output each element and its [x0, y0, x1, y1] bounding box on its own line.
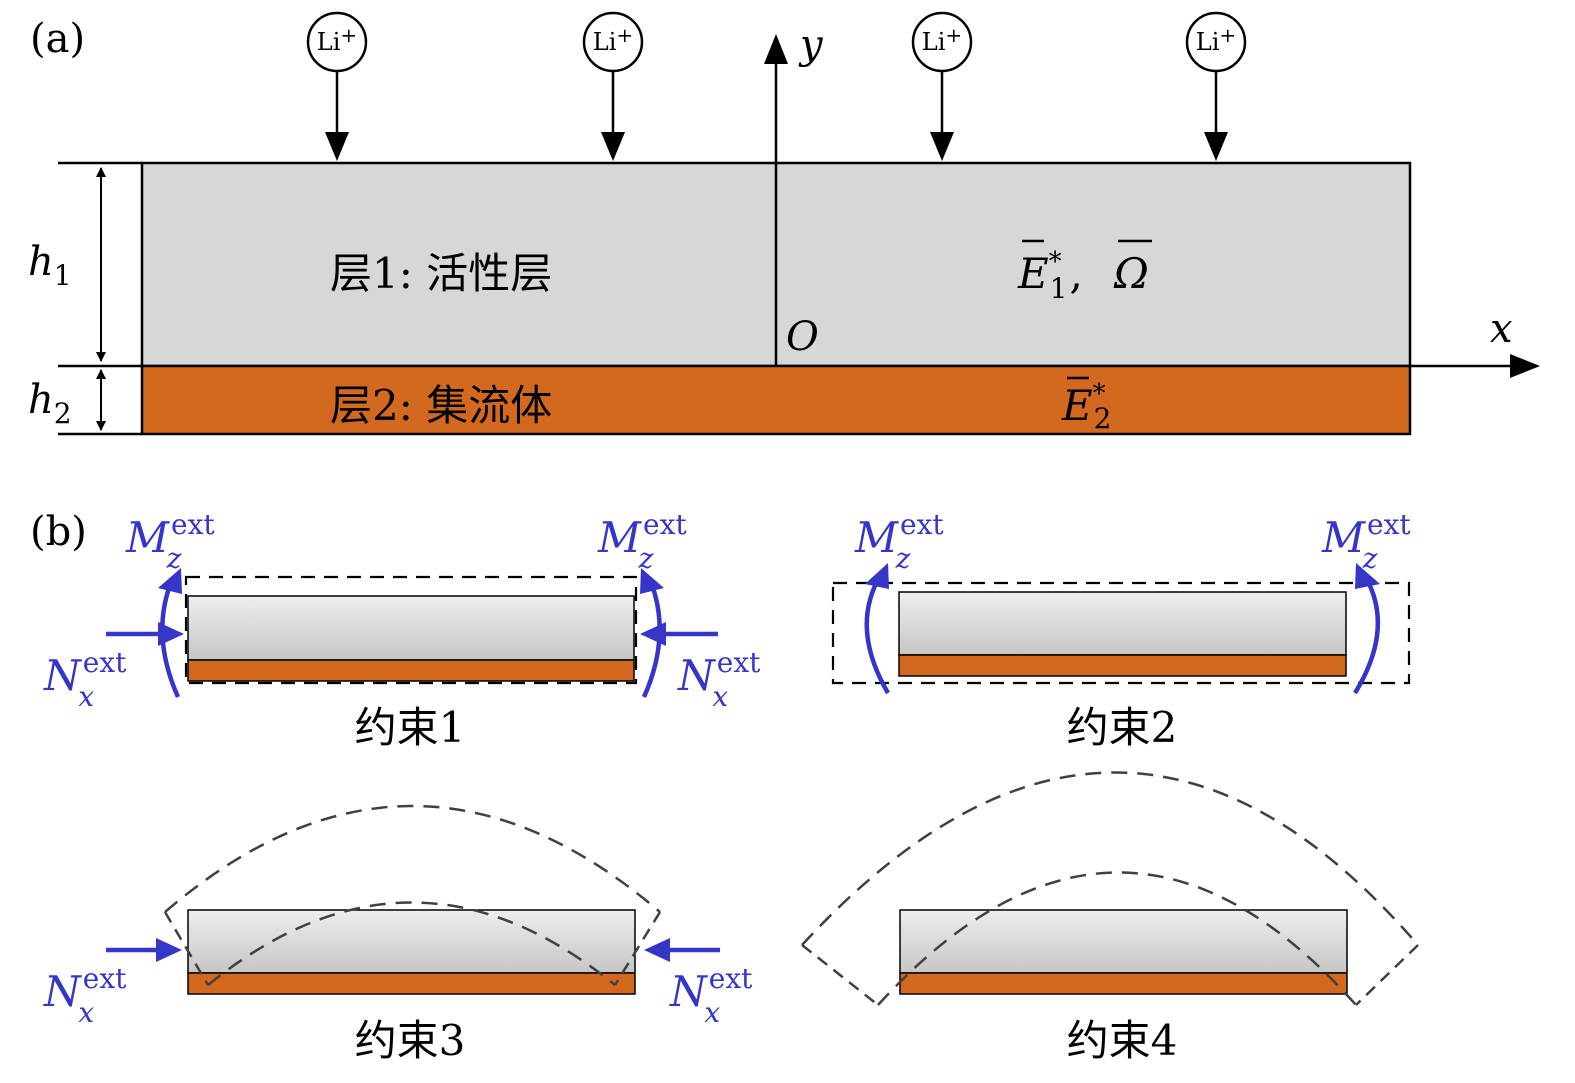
h2-label: h2	[28, 377, 72, 430]
lithium-ion-3: Li+	[911, 11, 973, 161]
collector-strip	[187, 659, 635, 682]
moment-arrow-left	[864, 574, 890, 695]
y-axis-label: y	[798, 22, 824, 68]
deformed-shape-outer	[801, 771, 1419, 946]
deformed-shape-left-end	[163, 911, 210, 986]
collector-strip	[187, 972, 636, 995]
deformed-shape-right-end	[613, 911, 662, 986]
collector-strip	[899, 972, 1348, 995]
constraint-1-caption: 约束1	[355, 703, 466, 752]
svg-text:Li+: Li+	[922, 23, 962, 56]
deformed-shape-outline	[184, 575, 638, 685]
deformed-shape-inner	[207, 901, 616, 986]
svg-text:Li+: Li+	[317, 23, 357, 56]
active-layer-strip	[187, 909, 636, 974]
lithium-ion-4: Li+	[1185, 11, 1247, 161]
origin-label: O	[786, 314, 819, 360]
lithium-ion-1: Li+	[306, 11, 368, 161]
current-collector-layer	[140, 364, 1412, 436]
moment-arrow-right	[1353, 574, 1381, 695]
panel-a-label: (a)	[30, 16, 85, 62]
collector-strip	[898, 654, 1347, 677]
lithium-ion-2: Li+	[582, 11, 644, 161]
panel-a: (a) y x O h1 h2 层1: 活性层 层2: 集流体	[28, 11, 1540, 436]
deformed-shape-left-end	[801, 944, 879, 1006]
layer2-modulus: E*2	[1061, 379, 1112, 435]
deformed-shape-outline	[831, 581, 1411, 685]
h1-label: h1	[28, 239, 72, 292]
x-axis-arrowhead	[1510, 354, 1540, 378]
panel-b-label: (b)	[30, 509, 87, 555]
layer2-properties: E*2	[1061, 376, 1112, 435]
active-layer-strip	[898, 591, 1347, 656]
deformed-shape-outer	[164, 804, 661, 913]
layer1-label: 层1: 活性层	[330, 249, 552, 298]
svg-text:Li+: Li+	[1196, 23, 1236, 56]
layer1-properties: E*1, Ω	[1017, 239, 1152, 305]
constraint-3-caption: 约束3	[355, 1016, 466, 1065]
active-layer-strip	[187, 595, 635, 661]
svg-text:Li+: Li+	[593, 23, 633, 56]
constraint-4-caption: 约束4	[1067, 1016, 1178, 1065]
constraint-4: 约束4	[801, 771, 1419, 1065]
layer2-label: 层2: 集流体	[330, 381, 552, 430]
deformed-shape-right-end	[1355, 944, 1419, 1006]
y-axis-arrowhead	[764, 34, 788, 64]
layer1-omega: Ω	[1113, 249, 1149, 298]
active-layer-strip	[899, 909, 1348, 974]
deformed-shape-inner	[877, 871, 1357, 1006]
constraint-2-caption: 约束2	[1067, 703, 1178, 752]
x-axis-label: x	[1490, 306, 1513, 352]
layer1-modulus: E*1,	[1017, 247, 1083, 305]
